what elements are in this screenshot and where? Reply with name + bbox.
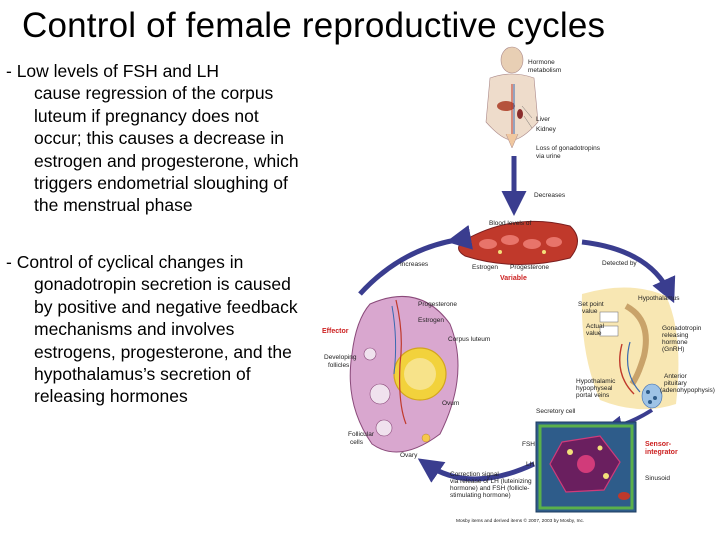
label-gnrh-4: (GnRH) — [662, 346, 684, 353]
label-fsh: FSH — [522, 441, 535, 448]
arrow-correction-signal — [417, 458, 536, 483]
label-correction-1: Correction signal — [450, 471, 499, 478]
label-liver: Liver — [536, 116, 551, 123]
arrow-increases — [358, 225, 473, 296]
label-set-point-2: value — [582, 308, 598, 315]
slide-title: Control of female reproductive cycles — [22, 6, 606, 45]
label-increases: Increases — [400, 261, 429, 268]
sensor-integrator-illustration — [535, 421, 637, 513]
label-anterior-pituitary-2: pituitary — [664, 380, 688, 387]
label-sinusoid: Sinusoid — [645, 475, 670, 482]
label-follicular-cells-2: cells — [350, 439, 364, 446]
label-actual-value-2: value — [586, 330, 602, 337]
label-hypothalamus: Hypothalamus — [638, 295, 680, 302]
label-blood-levels: Blood levels of — [489, 220, 531, 227]
label-correction-2: via release of LH (luteinizing — [450, 478, 532, 485]
bullet-1-continuation: cause regression of the corpus luteum if… — [34, 83, 299, 216]
label-ovum: Ovum — [442, 400, 459, 407]
pituitary-illustration — [581, 287, 679, 410]
label-detected-by: Detected by — [602, 260, 637, 267]
label-ovary: Ovary — [400, 452, 418, 459]
bullet-cyclical-control: - Control of cyclical changes in gonadot… — [6, 251, 306, 408]
label-variable: Variable — [500, 275, 527, 282]
label-developing-follicles-1: Developing — [324, 354, 357, 361]
label-actual-value-1: Actual — [586, 323, 605, 330]
label-decreases: Decreases — [534, 192, 566, 199]
label-hypophyseal-3: portal veins — [576, 392, 610, 399]
feedback-loop-figure: Hormone metabolism Liver Kidney Loss of … — [322, 46, 715, 524]
bullet-1-first-line: - Low levels of FSH and LH — [6, 61, 220, 81]
arrow-detected-by — [581, 239, 676, 304]
label-lh: LH — [526, 461, 535, 468]
figure-credit: Mosby items and derived items © 2007, 20… — [456, 517, 584, 524]
label-progesterone-ovary: Progesterone — [418, 301, 457, 308]
label-estrogen-blood: Estrogen — [472, 264, 498, 271]
label-anterior-pituitary-3: (adenohypophysis) — [660, 387, 715, 394]
label-gnrh-2: releasing — [662, 332, 689, 339]
label-sensor-integrator-2: integrator — [645, 449, 678, 456]
kidney-shape — [517, 109, 523, 119]
label-gnrh-3: hormone — [662, 339, 688, 346]
label-estrogen-ovary: Estrogen — [418, 317, 444, 324]
label-hormone-metabolism-1: Hormone — [528, 59, 555, 66]
label-corpus-luteum: Corpus luteum — [448, 336, 490, 343]
label-hypophyseal-2: hypophyseal — [576, 385, 613, 392]
label-progesterone-blood: Progesterone — [510, 264, 549, 271]
label-secretory-cell: Secretory cell — [536, 408, 576, 415]
label-kidney: Kidney — [536, 126, 557, 133]
human-torso-illustration — [485, 46, 539, 149]
label-hormone-metabolism-2: metabolism — [528, 67, 561, 74]
label-loss-gonadotropins-2: via urine — [536, 153, 561, 160]
label-developing-follicles-2: follicles — [328, 362, 350, 369]
liver-shape — [497, 101, 515, 111]
bullet-2-first-line: - Control of cyclical changes in — [6, 252, 244, 272]
label-loss-gonadotropins-1: Loss of gonadotropins — [536, 145, 601, 152]
bullet-feedback-regression: - Low levels of FSH and LH cause regress… — [6, 60, 306, 217]
ovary-illustration — [349, 296, 459, 453]
label-anterior-pituitary-1: Anterior — [664, 373, 688, 380]
label-set-point-1: Set point — [578, 301, 604, 308]
label-follicular-cells-1: Follicular — [348, 431, 375, 438]
label-hypophyseal-1: Hypothalamic — [576, 378, 616, 385]
blood-vessel-illustration — [458, 220, 578, 266]
label-sensor-integrator-1: Sensor- — [645, 441, 672, 448]
label-correction-3: hormone) and FSH (follicle- — [450, 485, 529, 492]
label-correction-4: stimulating hormone) — [450, 492, 511, 499]
label-gnrh-1: Gonadotropin — [662, 325, 702, 332]
label-effector: Effector — [322, 328, 349, 335]
ovum-shape — [421, 433, 431, 443]
bullet-2-continuation: gonadotropin secretion is caused by posi… — [34, 274, 298, 407]
